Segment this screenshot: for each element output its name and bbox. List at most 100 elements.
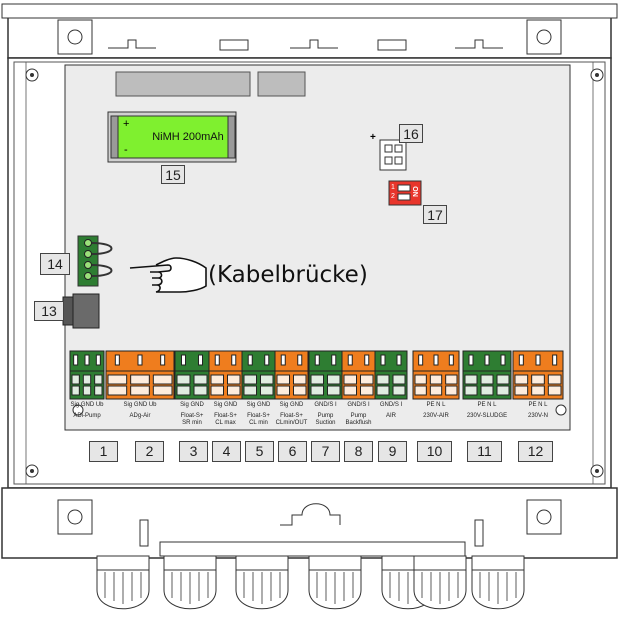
terminal-11-screw (480, 374, 494, 385)
terminal-5-pins: Sig GND (246, 402, 271, 408)
terminal-6-pins: Sig GND (279, 402, 304, 408)
terminal-8-pin-slot (364, 354, 370, 366)
terminal-6-pin-slot (297, 354, 303, 366)
terminal-11-pins: PE N L (477, 402, 497, 408)
terminal-2-label: ADg-Air (129, 413, 151, 419)
top-hinges (108, 39, 503, 51)
terminal-10-screw (445, 374, 458, 385)
terminal-9-pins: GND/S I (379, 402, 403, 408)
terminal-2-screw (152, 374, 173, 385)
terminal-3-screw (176, 374, 191, 385)
terminal-2-screw (107, 374, 128, 385)
cable-gland-nut (413, 555, 467, 571)
terminal-8-screw-lower (343, 385, 357, 396)
cable-gland-nut (96, 555, 150, 571)
terminal-10-pin-slot (433, 354, 439, 366)
pcb-component-top-left (115, 71, 251, 97)
terminal-4-header (208, 350, 243, 372)
terminal-2-screw-lower (130, 385, 150, 396)
jumper-plus: + (370, 132, 376, 143)
terminal-10-screw (429, 374, 443, 385)
terminal-8-pins: GND/S I (347, 402, 370, 408)
callout-8: 8 (344, 441, 373, 462)
terminal-6-header (274, 350, 309, 372)
terminal-1-screw (82, 374, 92, 385)
connector-13 (72, 293, 100, 329)
terminal-9-header (374, 350, 408, 372)
terminal-10-screw-lower (429, 385, 443, 396)
terminal-4-pin-slot (214, 354, 220, 366)
bottom-right-screw (536, 509, 552, 525)
terminal-12-label: 230V-N (527, 413, 548, 419)
terminal-10-screw-lower (445, 385, 458, 396)
terminal-10-pin-slot (418, 354, 424, 366)
top-right-screw (536, 29, 552, 45)
terminal-5-screw (260, 374, 274, 385)
terminal-9-pin-slot (396, 354, 402, 366)
terminal-2-screw-lower (152, 385, 173, 396)
terminal-12-screw (531, 374, 545, 385)
callout-17: 17 (423, 205, 447, 224)
terminal-2-pin-slot (114, 354, 120, 366)
terminal-2-pin-slot (160, 354, 166, 366)
callout-5: 5 (245, 441, 274, 462)
pcb-component-top-right (257, 71, 306, 97)
terminal-blocks (69, 350, 564, 400)
terminal-5-screw-lower (260, 385, 274, 396)
terminal-7-pins: GND/S I (314, 402, 337, 408)
terminal-9-screw-lower (392, 385, 406, 396)
terminal-1-screw-lower (94, 385, 103, 396)
terminal-10-label: 230V-AIR (423, 413, 449, 419)
callout-7: 7 (311, 441, 340, 462)
terminal-3-screw (193, 374, 208, 385)
terminal-1-pins: Sig GND Ub (70, 402, 104, 408)
callout-16: 16 (399, 124, 423, 143)
terminal-1-screw-lower (71, 385, 80, 396)
terminal-7-screw-lower (327, 385, 341, 396)
dip-switch-toggle-2 (397, 193, 411, 201)
terminal-12-screw-lower (531, 385, 545, 396)
terminal-10-screw-lower (414, 385, 427, 396)
jumper-pins (384, 144, 403, 165)
terminal-6-label: Float-S+ CLmin/OUT (275, 413, 308, 426)
terminal-1-label: ADi-Pump (73, 413, 101, 419)
callout-1: 1 (89, 441, 118, 462)
terminal-11-label: 230V-SLUDGE (466, 413, 508, 419)
terminal-4-screw-lower (210, 385, 224, 396)
terminal-11-pin-slot (468, 354, 474, 366)
terminal-2-pin-slot (137, 354, 143, 366)
terminal-7-header (308, 350, 343, 372)
terminal-11-screw (464, 374, 478, 385)
connector-14-pins (84, 239, 92, 280)
dip-on-label: ON (410, 186, 418, 197)
terminal-1-screw (71, 374, 80, 385)
cable-bridge-loop-2 (91, 264, 113, 277)
terminal-6-screw (293, 374, 307, 385)
terminal-2-screw (130, 374, 150, 385)
dip-label-1: 1 (391, 184, 395, 191)
cable-gland-nut (471, 555, 525, 571)
housing-inner-rim-2 (25, 61, 594, 485)
terminal-10-pin-slot (448, 354, 454, 366)
terminal-4-label: Float-S+ CL max (214, 413, 237, 426)
battery-plus: + (123, 118, 130, 130)
dip-switch-toggle-1 (397, 184, 411, 192)
callout-11: 11 (467, 441, 502, 462)
terminal-12-pin-slot (552, 354, 558, 366)
gland-rail (159, 541, 466, 557)
terminal-3-label: Float-S+ SR min (180, 413, 204, 426)
terminal-4-screw (227, 374, 241, 385)
terminal-11-screw (496, 374, 510, 385)
bottom-latch-right (474, 519, 484, 547)
bottom-clip (280, 503, 341, 526)
terminal-4-pins: Sig GND (213, 402, 238, 408)
battery-minus: - (124, 144, 128, 156)
terminal-9-pin-slot (380, 354, 386, 366)
cable-gland-nut (163, 555, 217, 571)
callout-15: 15 (161, 165, 185, 184)
pcb-mount-hole-left (72, 404, 84, 416)
terminal-1-pin-slot (84, 354, 90, 366)
battery-label: NiMH 200mAh (152, 131, 224, 143)
terminal-6-screw (276, 374, 290, 385)
